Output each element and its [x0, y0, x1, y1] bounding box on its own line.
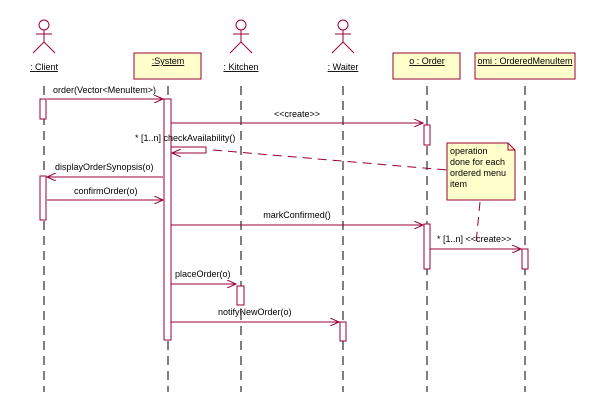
note-connector-2	[475, 201, 481, 244]
activation-kitchen	[236, 285, 245, 306]
participant-system-label: :System	[152, 56, 185, 66]
participant-kitchen-label: : Kitchen	[223, 62, 258, 72]
activation-client-1	[39, 98, 47, 120]
note-line-2: done for each	[450, 157, 505, 167]
actor-kitchen-icon[interactable]	[229, 19, 253, 54]
activation-omi	[521, 248, 529, 270]
object-system-box[interactable]	[133, 52, 202, 80]
note-line-1: operation	[450, 146, 488, 156]
note-fold-icon	[507, 143, 515, 151]
activation-system	[163, 98, 172, 341]
actor-client-icon[interactable]	[32, 19, 56, 54]
note-line-3: ordered menu	[450, 168, 506, 178]
message-confirm-order-label: confirmOrder(o)	[74, 186, 138, 196]
participant-omi-label: omi : OrderedMenuItem	[477, 56, 572, 66]
participant-order-label: o : Order	[409, 56, 445, 66]
message-display-synopsis-label: displayOrderSynopsis(o)	[55, 162, 154, 172]
message-place-order-label: placeOrder(o)	[175, 269, 231, 279]
note-box[interactable]	[446, 142, 516, 201]
note-connector-1	[212, 149, 448, 171]
object-omi-box[interactable]	[474, 52, 576, 80]
object-order-box[interactable]	[392, 52, 461, 80]
activation-client-2	[39, 175, 47, 221]
activation-order-1	[423, 124, 431, 146]
activation-waiter	[339, 321, 347, 342]
note-line-4: item	[450, 179, 467, 189]
message-create-omi-label: * [1..n] <<create>>	[437, 234, 512, 244]
activation-order-2	[423, 223, 431, 270]
message-check-availability-label: * [1..n] checkAvailability()	[135, 133, 235, 143]
message-mark-confirmed-label: markConfirmed()	[263, 210, 331, 220]
actor-waiter-icon[interactable]	[331, 19, 355, 54]
participant-waiter-label: : Waiter	[328, 62, 359, 72]
participant-client-label: : Client	[30, 62, 59, 72]
message-check-availability-arrow[interactable]	[171, 146, 207, 153]
message-order-label: order(Vector<MenuItem>)	[53, 85, 156, 95]
message-notify-new-order-label: notifyNewOrder(o)	[218, 307, 292, 317]
message-create-order-label: <<create>>	[274, 109, 320, 119]
